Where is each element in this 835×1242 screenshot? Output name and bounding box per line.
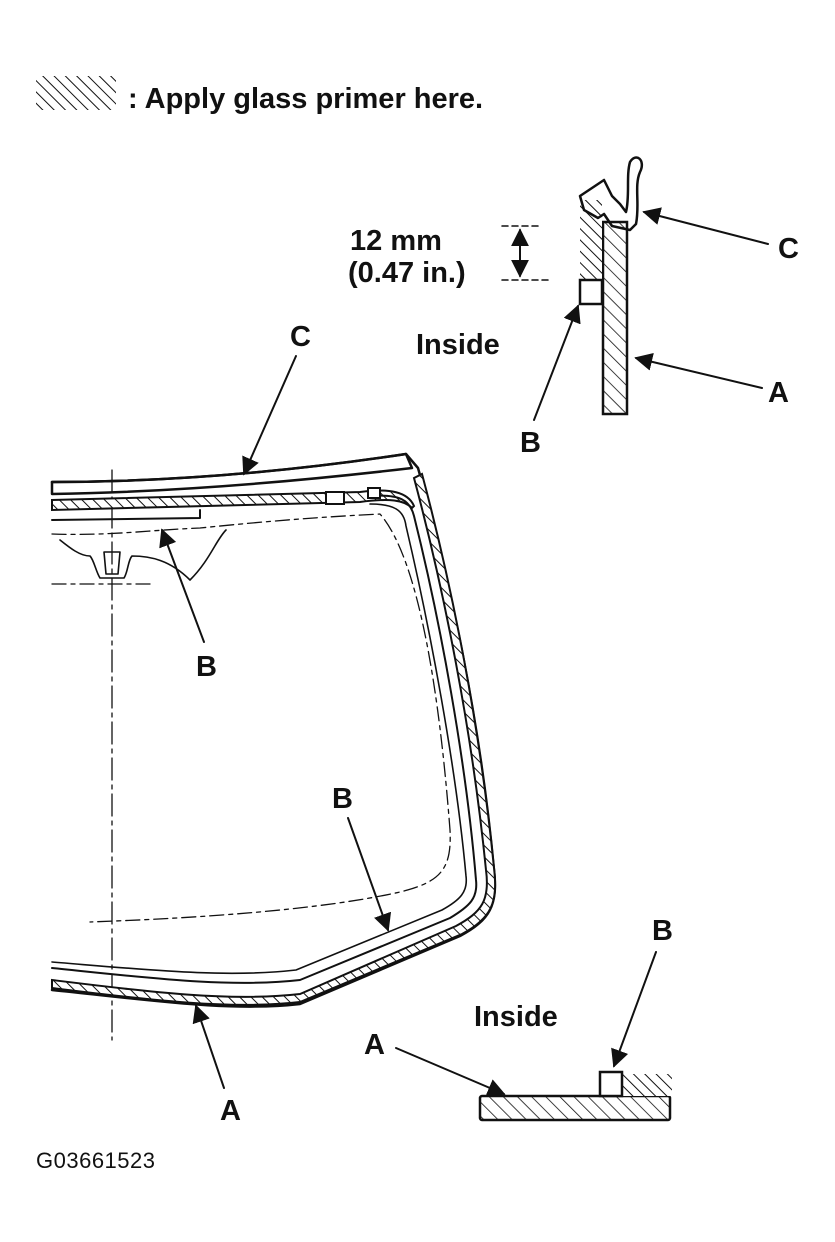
glass-panel-section xyxy=(601,220,629,416)
detail-section-bottom: Inside A B xyxy=(364,915,673,1122)
leader-c-main xyxy=(242,355,297,476)
label-a-top: A xyxy=(768,377,789,409)
inside-label-bottom: Inside xyxy=(474,1001,558,1033)
label-c-top: C xyxy=(778,233,799,265)
glass-panel-bottom xyxy=(478,1094,672,1122)
leader-a-bottom xyxy=(395,1047,506,1096)
legend: : Apply glass primer here. xyxy=(36,76,483,115)
detail-section-top: 12 mm (0.47 in.) Inside C A B xyxy=(348,156,799,459)
primer-zone-top xyxy=(580,200,602,280)
primer-zone-bottom xyxy=(622,1074,672,1096)
mirror-bracket xyxy=(59,529,227,581)
notch-1 xyxy=(325,491,345,505)
leader-b-main-bottom xyxy=(347,817,392,932)
label-b-bottom: B xyxy=(652,915,673,947)
label-a-bottom: A xyxy=(364,1029,385,1061)
leader-b-top xyxy=(533,304,581,421)
spacer-line-b-inner xyxy=(51,503,468,975)
viewing-area-outline xyxy=(51,513,451,923)
label-a-main: A xyxy=(220,1095,241,1127)
leader-a-main xyxy=(192,1004,225,1089)
molding-top-strip xyxy=(50,452,414,496)
legend-text: : Apply glass primer here. xyxy=(128,83,483,115)
dimension-inch: (0.47 in.) xyxy=(348,257,466,289)
spacer-dam-bottom xyxy=(598,1070,624,1098)
label-b-main-bottom: B xyxy=(332,783,353,815)
figure-code: G03661523 xyxy=(36,1148,156,1173)
primer-band-side xyxy=(51,472,497,1006)
leader-a-top xyxy=(634,352,763,389)
label-b-top: B xyxy=(520,427,541,459)
spacer-line-b xyxy=(51,494,478,984)
molding-clip xyxy=(578,156,644,232)
label-c-main: C xyxy=(290,321,311,353)
notch-2 xyxy=(367,487,381,499)
leader-b-bottom xyxy=(611,951,657,1068)
mirror-bracket-inner xyxy=(103,551,121,575)
label-b-main-top: B xyxy=(196,651,217,683)
dimension-mm: 12 mm xyxy=(350,225,442,257)
leader-b-main-top xyxy=(159,528,205,643)
leader-c-top xyxy=(642,207,769,245)
legend-hatch-swatch xyxy=(36,76,116,110)
windshield-view: C B B A xyxy=(50,321,497,1127)
inside-label-top: Inside xyxy=(416,329,500,361)
spacer-dam-top xyxy=(578,278,604,306)
